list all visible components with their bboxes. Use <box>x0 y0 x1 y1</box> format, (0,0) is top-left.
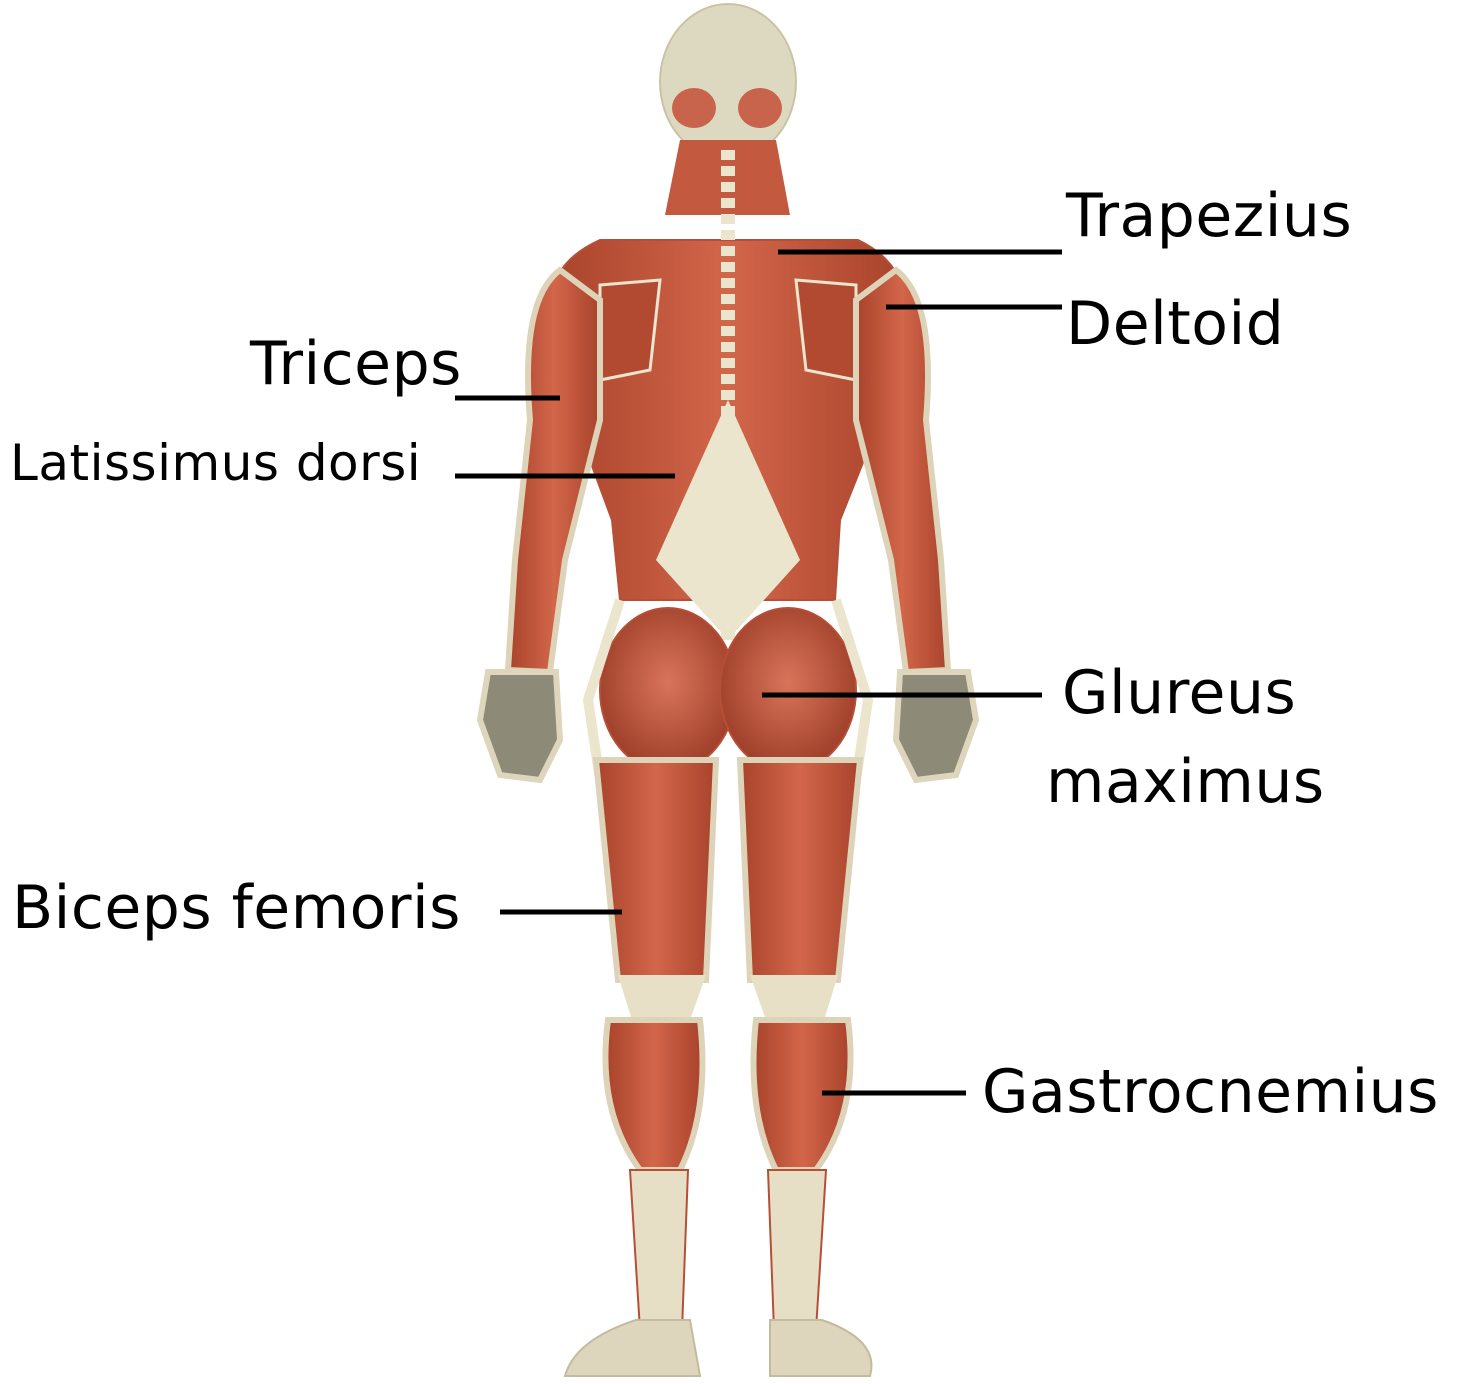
foot-left <box>565 1320 700 1376</box>
label-deltoid: Deltoid <box>1066 294 1284 354</box>
label-trapezius: Trapezius <box>1066 186 1352 246</box>
label-gastrocnemius: Gastrocnemius <box>982 1062 1439 1122</box>
body-figure <box>480 4 976 1376</box>
scapula-left <box>600 280 660 380</box>
glute-right <box>720 608 856 772</box>
hand-right <box>896 672 976 780</box>
calf-left <box>605 1020 702 1170</box>
glute-left <box>600 608 736 772</box>
knee-right <box>750 975 838 1020</box>
foot-right <box>770 1320 871 1376</box>
shin-left <box>630 1170 688 1330</box>
hand-left <box>480 672 560 780</box>
scapula-right <box>796 280 856 380</box>
head <box>660 4 796 160</box>
arm-left <box>508 270 600 672</box>
label-triceps: Triceps <box>250 334 462 394</box>
label-glureus-line1: Glureus <box>1062 663 1296 723</box>
label-glureus-line2: maximus <box>1046 752 1325 812</box>
arm-right <box>856 270 948 672</box>
shin-right <box>768 1170 826 1330</box>
label-biceps-femoris: Biceps femoris <box>12 878 461 938</box>
thigh-right <box>740 760 860 980</box>
label-latissimus-dorsi: Latissimus dorsi <box>10 438 421 488</box>
thigh-left <box>596 760 716 980</box>
knee-left <box>618 975 706 1020</box>
